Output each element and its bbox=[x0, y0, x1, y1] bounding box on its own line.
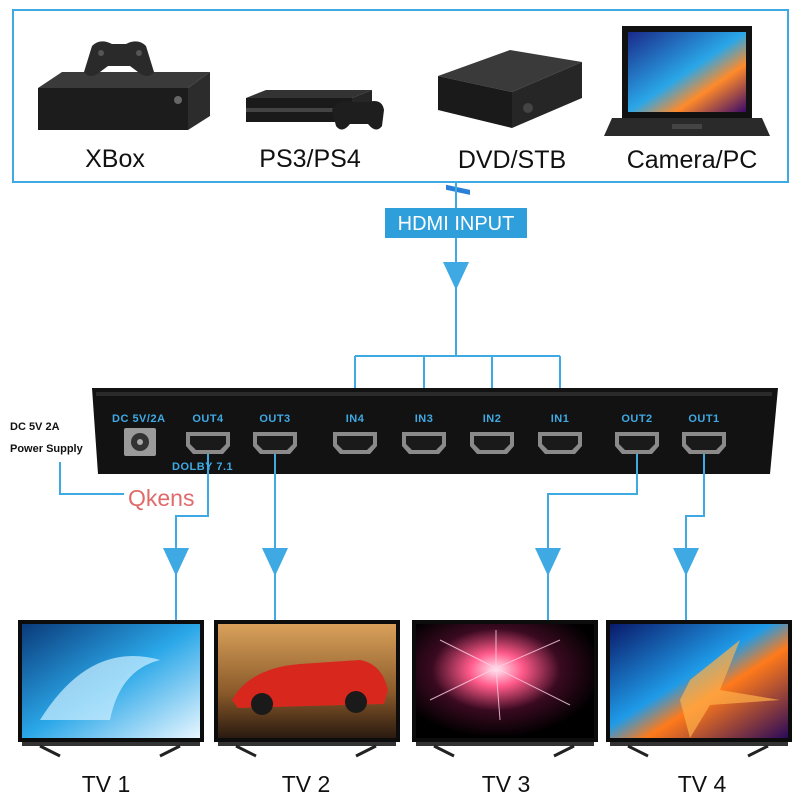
port-label-out4: OUT4 bbox=[192, 413, 224, 425]
power-port-label: DC 5V/2A bbox=[112, 413, 166, 425]
output-lines bbox=[175, 454, 705, 620]
tv-3 bbox=[412, 620, 598, 758]
dvd-player-icon bbox=[438, 50, 582, 195]
watermark: Qkens bbox=[128, 485, 194, 511]
hdmi-port-in3 bbox=[402, 432, 446, 454]
dolby-label: DOLBY 7.1 bbox=[172, 461, 233, 473]
tv-1-label: TV 1 bbox=[82, 771, 131, 797]
port-label-in4: IN4 bbox=[346, 413, 365, 425]
hdmi-input-label: HDMI INPUT bbox=[398, 213, 515, 235]
laptop-icon bbox=[604, 26, 770, 136]
port-label-in2: IN2 bbox=[483, 413, 502, 425]
tv-2 bbox=[214, 620, 400, 758]
power-line bbox=[59, 462, 124, 495]
source-label-ps: PS3/PS4 bbox=[259, 145, 361, 173]
tv-3-label: TV 3 bbox=[482, 771, 531, 797]
port-label-out3: OUT3 bbox=[259, 413, 290, 425]
hdmi-port-in2 bbox=[470, 432, 514, 454]
power-note-line2: Power Supply bbox=[10, 443, 84, 455]
port-label-in3: IN3 bbox=[415, 413, 434, 425]
tv-4 bbox=[606, 620, 792, 758]
port-label-in1: IN1 bbox=[551, 413, 570, 425]
input-arrow bbox=[443, 262, 469, 290]
output-arrows bbox=[163, 548, 699, 576]
port-label-out2: OUT2 bbox=[621, 413, 652, 425]
tv-1 bbox=[18, 620, 204, 758]
hdmi-port-out4 bbox=[186, 432, 230, 454]
port-label-out1: OUT1 bbox=[688, 413, 719, 425]
hdmi-port-out1 bbox=[682, 432, 726, 454]
power-note-line1: DC 5V 2A bbox=[10, 421, 60, 433]
hdmi-port-out2 bbox=[615, 432, 659, 454]
source-label-xbox: XBox bbox=[85, 145, 145, 173]
tv-4-label: TV 4 bbox=[678, 771, 727, 797]
hdmi-port-in1 bbox=[538, 432, 582, 454]
source-label-laptop: Camera/PC bbox=[627, 146, 758, 174]
hdmi-input-banner bbox=[385, 208, 527, 238]
playstation-console-icon bbox=[246, 90, 384, 130]
source-label-dvd: DVD/STB bbox=[458, 146, 566, 174]
xbox-console-icon bbox=[38, 41, 210, 130]
hdmi-port-out3 bbox=[253, 432, 297, 454]
tv-2-label: TV 2 bbox=[282, 771, 331, 797]
hdmi-port-in4 bbox=[333, 432, 377, 454]
input-branch-lines bbox=[354, 290, 561, 398]
